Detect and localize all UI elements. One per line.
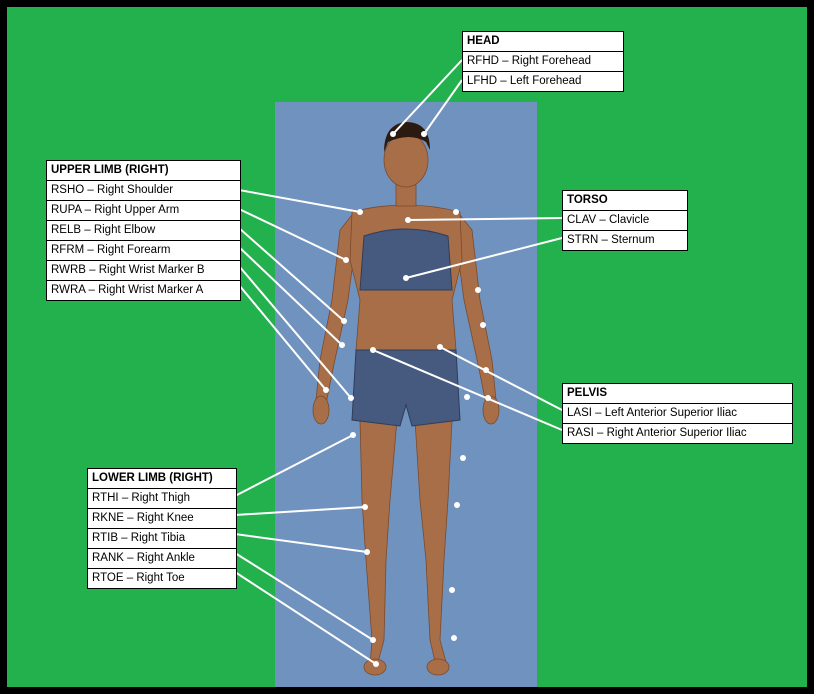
marker-label-rthi: RTHI – Right Thigh: [88, 488, 236, 508]
marker-label-rfhd: RFHD – Right Forehead: [463, 51, 623, 71]
upper-limb-marker-box: UPPER LIMB (RIGHT) RSHO – Right Shoulder…: [46, 160, 241, 301]
marker-label-lasi: LASI – Left Anterior Superior Iliac: [563, 403, 792, 423]
marker-label-rtib: RTIB – Right Tibia: [88, 528, 236, 548]
head-title: HEAD: [463, 32, 623, 51]
marker-label-rkne: RKNE – Right Knee: [88, 508, 236, 528]
marker-label-rwrb: RWRB – Right Wrist Marker B: [47, 260, 240, 280]
pelvis-marker-box: PELVIS LASI – Left Anterior Superior Ili…: [562, 383, 793, 444]
pelvis-title: PELVIS: [563, 384, 792, 403]
marker-label-rtoe: RTOE – Right Toe: [88, 568, 236, 588]
marker-label-rank: RANK – Right Ankle: [88, 548, 236, 568]
marker-label-relb: RELB – Right Elbow: [47, 220, 240, 240]
upper-limb-title: UPPER LIMB (RIGHT): [47, 161, 240, 180]
torso-marker-box: TORSO CLAV – Clavicle STRN – Sternum: [562, 190, 688, 251]
lower-limb-marker-box: LOWER LIMB (RIGHT) RTHI – Right Thigh RK…: [87, 468, 237, 589]
marker-label-rsho: RSHO – Right Shoulder: [47, 180, 240, 200]
marker-label-lfhd: LFHD – Left Forehead: [463, 71, 623, 91]
marker-label-rupa: RUPA – Right Upper Arm: [47, 200, 240, 220]
marker-label-strn: STRN – Sternum: [563, 230, 687, 250]
torso-title: TORSO: [563, 191, 687, 210]
lower-limb-title: LOWER LIMB (RIGHT): [88, 469, 236, 488]
head-marker-box: HEAD RFHD – Right Forehead LFHD – Left F…: [462, 31, 624, 92]
marker-label-clav: CLAV – Clavicle: [563, 210, 687, 230]
marker-label-rasi: RASI – Right Anterior Superior Iliac: [563, 423, 792, 443]
marker-label-rfrm: RFRM – Right Forearm: [47, 240, 240, 260]
marker-label-rwra: RWRA – Right Wrist Marker A: [47, 280, 240, 300]
